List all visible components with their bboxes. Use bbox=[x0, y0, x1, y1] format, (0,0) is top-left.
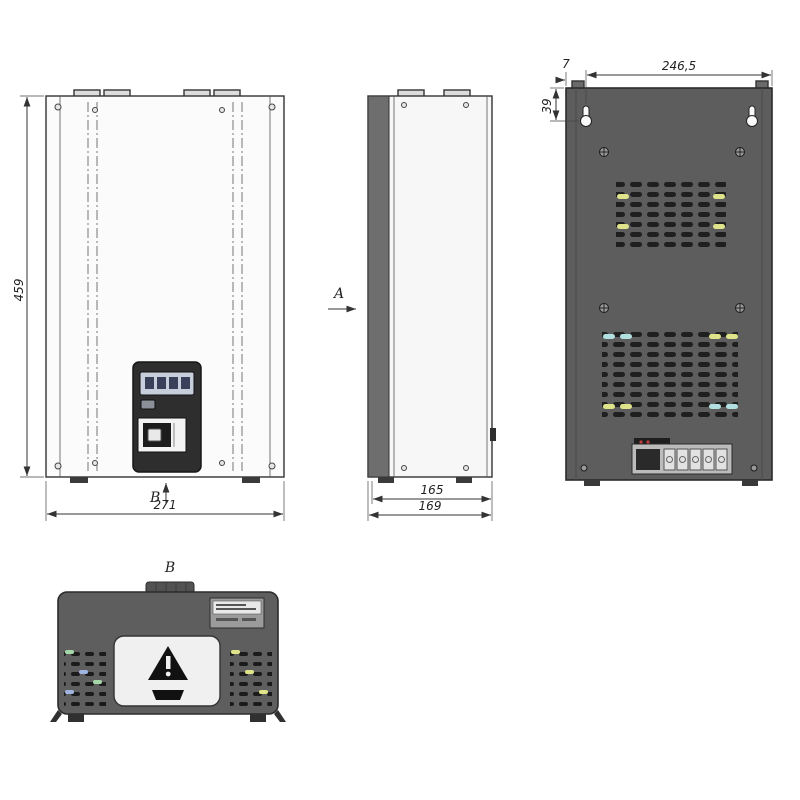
front-slot-centerlines bbox=[87, 102, 243, 471]
front-screws bbox=[54, 103, 276, 470]
bottom-feet bbox=[50, 710, 286, 722]
back-screws bbox=[580, 147, 758, 472]
vent-colored-slots-upper bbox=[617, 194, 725, 229]
front-width-value: 271 bbox=[154, 498, 177, 512]
front-height-dimension: 459 bbox=[12, 95, 44, 478]
front-section-callout: B bbox=[149, 483, 170, 506]
side-front-strip bbox=[367, 95, 390, 478]
side-inner-depth-dimension: 165 bbox=[371, 481, 493, 521]
front-top-tabs bbox=[73, 89, 241, 98]
bottom-view: B bbox=[50, 560, 286, 722]
back-panel-body bbox=[565, 87, 773, 481]
bottom-vent-right bbox=[230, 648, 272, 708]
breaker-lever[interactable] bbox=[147, 428, 162, 442]
side-view-label: A bbox=[332, 286, 344, 302]
bottom-vent-left bbox=[64, 648, 106, 708]
back-view: 246,5 7 39 bbox=[540, 57, 773, 486]
panel-button[interactable] bbox=[140, 399, 156, 410]
rating-plate bbox=[209, 597, 265, 629]
view-direction-callout: A bbox=[328, 286, 356, 313]
terminal-block bbox=[631, 438, 733, 475]
side-view: A 165 169 bbox=[328, 89, 496, 521]
side-screws bbox=[401, 102, 469, 471]
side-inner-depth-value: 165 bbox=[421, 483, 444, 497]
side-connector-bump bbox=[490, 428, 496, 441]
front-section-label: B bbox=[149, 490, 160, 506]
keyhole-mount-left bbox=[580, 105, 592, 127]
display-segments bbox=[145, 377, 190, 389]
back-hole-offset-dimension: 39 bbox=[540, 87, 579, 122]
vent-grid-upper bbox=[616, 182, 726, 248]
front-view: B 459 271 bbox=[12, 89, 285, 521]
front-height-value: 459 bbox=[12, 279, 26, 302]
side-feet bbox=[378, 477, 472, 483]
back-width-dimension: 246,5 bbox=[585, 59, 773, 104]
vent-grid-lower bbox=[602, 332, 738, 420]
keyhole-mount-right bbox=[746, 105, 758, 127]
bottom-view-label: B bbox=[164, 560, 175, 576]
front-feet bbox=[70, 477, 260, 483]
back-feet bbox=[584, 480, 758, 486]
front-control-panel bbox=[132, 361, 202, 473]
side-outer-depth-value: 169 bbox=[419, 499, 442, 513]
back-ear-offset-value: 7 bbox=[562, 57, 570, 71]
back-ear-offset-dimension: 7 bbox=[555, 57, 570, 86]
warning-sublabel bbox=[152, 690, 184, 700]
back-width-value: 246,5 bbox=[662, 59, 696, 73]
warning-icon bbox=[148, 646, 188, 680]
vent-colored-slots-lower bbox=[603, 334, 738, 409]
side-outer-depth-dimension: 169 bbox=[367, 481, 491, 521]
back-hole-offset-value: 39 bbox=[540, 98, 554, 113]
front-width-dimension: 271 bbox=[45, 481, 285, 521]
warning-sticker bbox=[113, 635, 221, 707]
